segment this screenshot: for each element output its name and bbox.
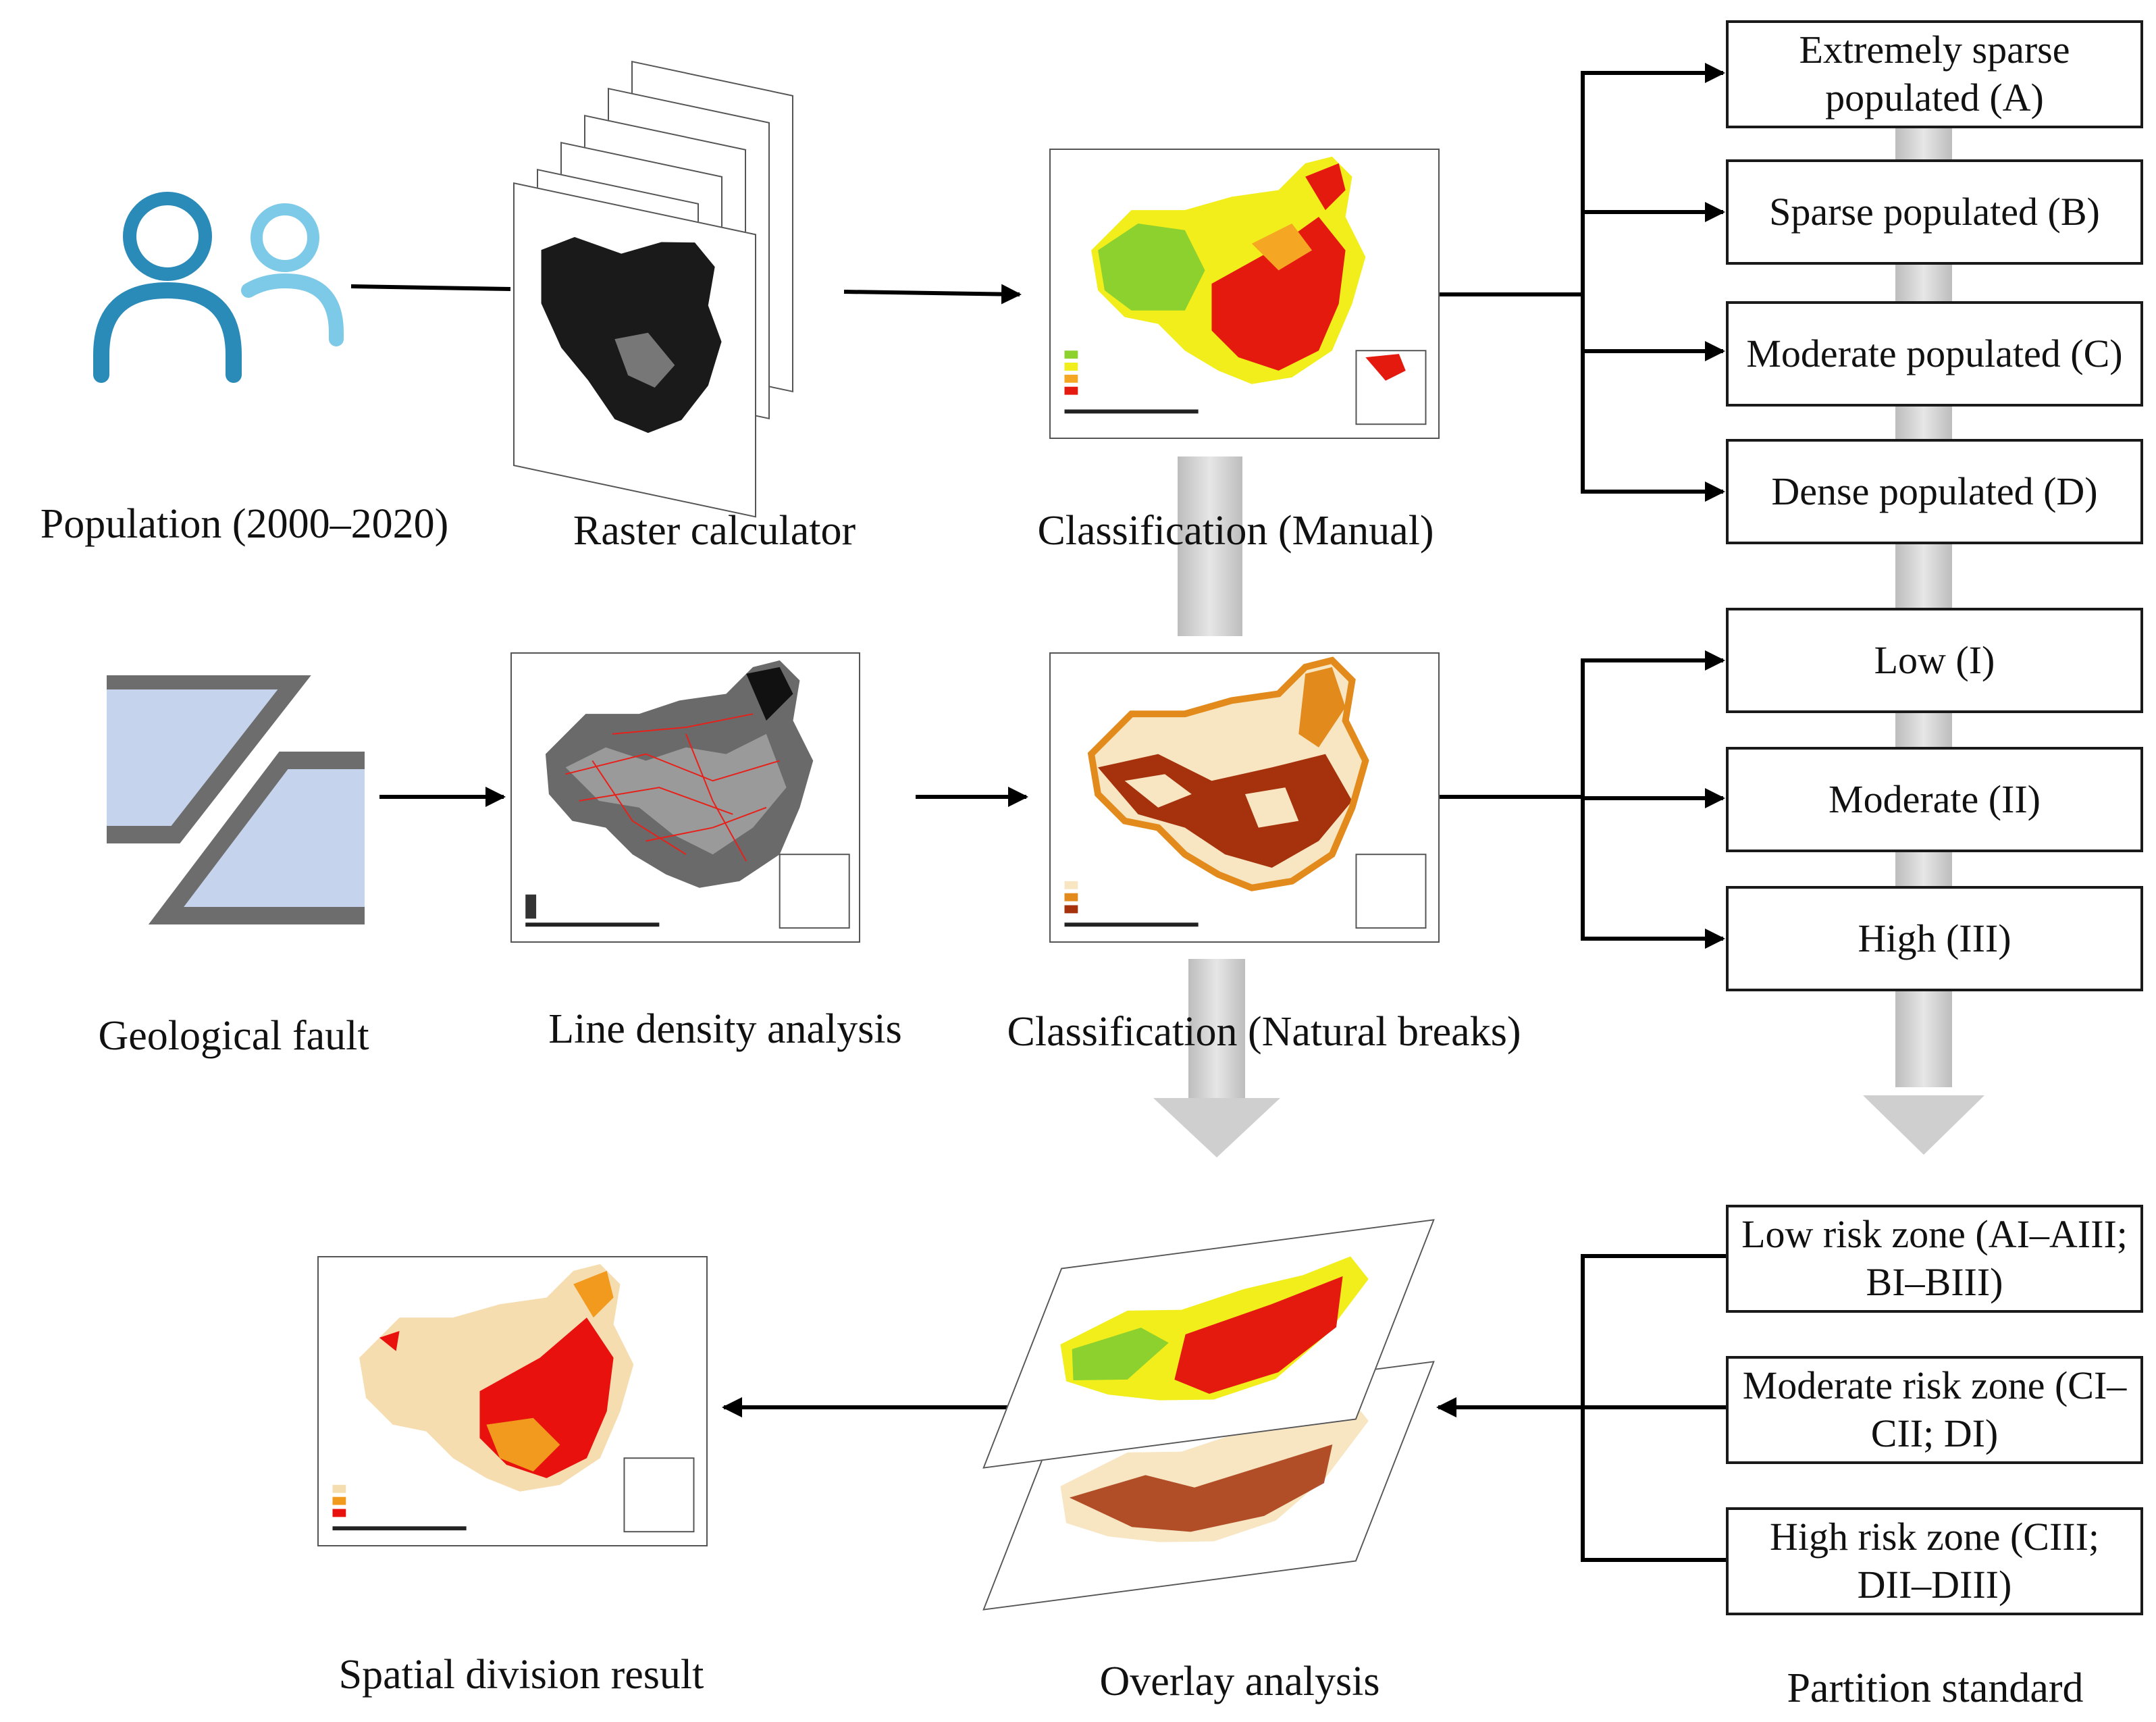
label-population: Population (2000–2020) — [40, 501, 449, 547]
label-partition-standard: Partition standard — [1787, 1665, 2084, 1711]
label-overlay: Overlay analysis — [1099, 1659, 1380, 1704]
connector-population-raster — [350, 284, 511, 291]
box-low-risk-zone: Low risk zone (AI–AIII; BI–BIII) — [1726, 1205, 2143, 1313]
partition-flow-arrowhead — [1863, 1095, 1984, 1155]
map-line-density — [510, 652, 860, 943]
label-classification-natural: Classification (Natural breaks) — [1007, 1009, 1521, 1055]
box-moderate-risk-zone: Moderate risk zone (CI–CII; DI) — [1726, 1356, 2143, 1464]
box-moderate: Moderate (II) — [1726, 747, 2143, 852]
label-raster-calculator: Raster calculator — [573, 508, 856, 554]
label-classification-manual: Classification (Manual) — [1037, 508, 1434, 554]
label-line-density: Line density analysis — [548, 1006, 902, 1052]
label-spatial-result: Spatial division result — [338, 1652, 704, 1698]
connector-raster-manual — [843, 284, 1022, 305]
box-sparse: Sparse populated (B) — [1726, 159, 2143, 265]
fault-icon — [107, 675, 365, 924]
box-high-risk-zone: High risk zone (CIII; DII–DIII) — [1726, 1507, 2143, 1615]
box-low: Low (I) — [1726, 608, 2143, 713]
overlay-flow-band — [1188, 959, 1245, 1098]
box-dense: Dense populated (D) — [1726, 439, 2143, 544]
overlay-layer-bottom — [982, 1361, 1435, 1611]
raster-layer-1 — [513, 182, 756, 518]
map-classification-natural — [1049, 652, 1440, 943]
map-spatial-result — [317, 1256, 708, 1546]
population-icon — [93, 192, 344, 383]
classification-link-band — [1178, 456, 1242, 636]
overlay-stack — [972, 1216, 1458, 1621]
box-high: High (III) — [1726, 886, 2143, 991]
box-extremely-sparse: Extremely sparse populated (A) — [1726, 20, 2143, 128]
map-classification-manual — [1049, 149, 1440, 439]
overlay-layer-top — [982, 1219, 1435, 1469]
overlay-flow-arrowhead — [1153, 1098, 1280, 1157]
label-geological-fault: Geological fault — [98, 1013, 369, 1059]
raster-stack — [513, 61, 851, 518]
legend-manual — [1064, 350, 1199, 414]
box-moderate-populated: Moderate populated (C) — [1726, 301, 2143, 407]
